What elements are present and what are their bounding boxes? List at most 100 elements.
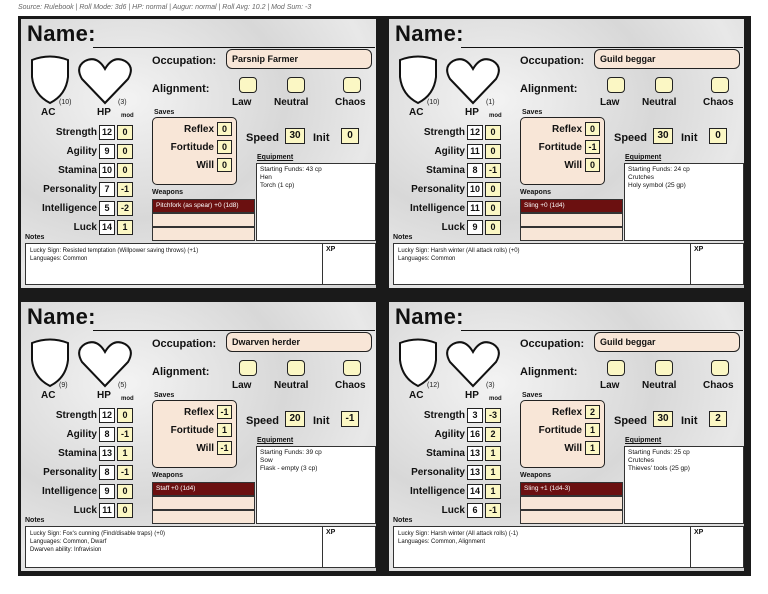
intelligence-score[interactable]: 5 <box>99 201 115 216</box>
alignment-chaos-checkbox[interactable] <box>343 360 361 376</box>
occupation-field[interactable]: Guild beggar <box>594 332 740 352</box>
intelligence-mod[interactable]: 0 <box>485 201 501 216</box>
strength-score[interactable]: 12 <box>467 125 483 140</box>
agility-score[interactable]: 16 <box>467 427 483 442</box>
init-value[interactable]: 0 <box>341 128 359 144</box>
personality-score[interactable]: 8 <box>99 465 115 480</box>
will-value[interactable]: 1 <box>585 441 600 455</box>
stamina-mod[interactable]: 0 <box>117 163 133 178</box>
equipment-list[interactable]: Starting Funds: 43 cp Hen Torch (1 cp) <box>256 163 376 241</box>
strength-score[interactable]: 12 <box>99 408 115 423</box>
fortitude-value[interactable]: -1 <box>585 140 600 154</box>
agility-mod[interactable]: 0 <box>485 144 501 159</box>
personality-mod[interactable]: 1 <box>485 465 501 480</box>
fortitude-value[interactable]: 0 <box>217 140 232 154</box>
stamina-score[interactable]: 10 <box>99 163 115 178</box>
fortitude-value[interactable]: 1 <box>217 423 232 437</box>
alignment-chaos-checkbox[interactable] <box>343 77 361 93</box>
stamina-mod[interactable]: -1 <box>485 163 501 178</box>
weapon-row[interactable]: Staff +0 (1d4) <box>152 482 255 496</box>
name-field[interactable] <box>461 47 743 48</box>
notes-box[interactable]: Lucky Sign: Resisted temptation (Willpow… <box>25 243 323 285</box>
equipment-list[interactable]: Starting Funds: 39 cp Sow Flask - empty … <box>256 446 376 524</box>
speed-value[interactable]: 30 <box>653 128 673 144</box>
will-value[interactable]: 0 <box>585 158 600 172</box>
weapon-row-empty[interactable] <box>152 510 255 524</box>
luck-score[interactable]: 11 <box>99 503 115 518</box>
name-field[interactable] <box>93 47 375 48</box>
stamina-mod[interactable]: 1 <box>117 446 133 461</box>
alignment-neutral-checkbox[interactable] <box>287 360 305 376</box>
luck-mod[interactable]: 0 <box>117 503 133 518</box>
strength-score[interactable]: 3 <box>467 408 483 423</box>
agility-score[interactable]: 9 <box>99 144 115 159</box>
alignment-neutral-checkbox[interactable] <box>655 360 673 376</box>
equipment-list[interactable]: Starting Funds: 24 cp Crutches Holy symb… <box>624 163 744 241</box>
xp-box[interactable]: XP <box>691 526 744 568</box>
agility-score[interactable]: 11 <box>467 144 483 159</box>
luck-score[interactable]: 14 <box>99 220 115 235</box>
stamina-score[interactable]: 13 <box>467 446 483 461</box>
name-field[interactable] <box>93 330 375 331</box>
stamina-score[interactable]: 13 <box>99 446 115 461</box>
alignment-law-checkbox[interactable] <box>239 77 257 93</box>
xp-box[interactable]: XP <box>691 243 744 285</box>
occupation-field[interactable]: Parsnip Farmer <box>226 49 372 69</box>
reflex-value[interactable]: -1 <box>217 405 232 419</box>
weapon-row[interactable]: Pitchfork (as spear) +0 (1d8) <box>152 199 255 213</box>
equipment-list[interactable]: Starting Funds: 25 cp Crutches Thieves' … <box>624 446 744 524</box>
personality-mod[interactable]: -1 <box>117 182 133 197</box>
weapon-row[interactable]: Sling +0 (1d4) <box>520 199 623 213</box>
occupation-field[interactable]: Dwarven herder <box>226 332 372 352</box>
notes-box[interactable]: Lucky Sign: Harsh winter (All attack rol… <box>393 243 691 285</box>
weapon-row-empty[interactable] <box>152 213 255 227</box>
weapon-row-empty[interactable] <box>152 496 255 510</box>
alignment-neutral-checkbox[interactable] <box>655 77 673 93</box>
strength-mod[interactable]: 0 <box>485 125 501 140</box>
strength-mod[interactable]: 0 <box>117 125 133 140</box>
init-value[interactable]: -1 <box>341 411 359 427</box>
alignment-law-checkbox[interactable] <box>607 77 625 93</box>
alignment-chaos-checkbox[interactable] <box>711 77 729 93</box>
reflex-value[interactable]: 2 <box>585 405 600 419</box>
speed-value[interactable]: 30 <box>285 128 305 144</box>
agility-mod[interactable]: 0 <box>117 144 133 159</box>
agility-score[interactable]: 8 <box>99 427 115 442</box>
stamina-mod[interactable]: 1 <box>485 446 501 461</box>
luck-score[interactable]: 9 <box>467 220 483 235</box>
notes-box[interactable]: Lucky Sign: Fox's cunning (Find/disable … <box>25 526 323 568</box>
intelligence-score[interactable]: 9 <box>99 484 115 499</box>
agility-mod[interactable]: 2 <box>485 427 501 442</box>
weapon-row-empty[interactable] <box>520 227 623 241</box>
alignment-neutral-checkbox[interactable] <box>287 77 305 93</box>
weapon-row-empty[interactable] <box>152 227 255 241</box>
speed-value[interactable]: 20 <box>285 411 305 427</box>
intelligence-score[interactable]: 11 <box>467 201 483 216</box>
will-value[interactable]: 0 <box>217 158 232 172</box>
weapon-row-empty[interactable] <box>520 213 623 227</box>
strength-mod[interactable]: 0 <box>117 408 133 423</box>
speed-value[interactable]: 30 <box>653 411 673 427</box>
name-field[interactable] <box>461 330 743 331</box>
reflex-value[interactable]: 0 <box>217 122 232 136</box>
alignment-chaos-checkbox[interactable] <box>711 360 729 376</box>
strength-score[interactable]: 12 <box>99 125 115 140</box>
luck-score[interactable]: 6 <box>467 503 483 518</box>
weapon-row-empty[interactable] <box>520 510 623 524</box>
alignment-law-checkbox[interactable] <box>607 360 625 376</box>
xp-box[interactable]: XP <box>323 243 376 285</box>
luck-mod[interactable]: -1 <box>485 503 501 518</box>
stamina-score[interactable]: 8 <box>467 163 483 178</box>
personality-score[interactable]: 13 <box>467 465 483 480</box>
personality-score[interactable]: 10 <box>467 182 483 197</box>
intelligence-mod[interactable]: 0 <box>117 484 133 499</box>
luck-mod[interactable]: 0 <box>485 220 501 235</box>
weapon-row-empty[interactable] <box>520 496 623 510</box>
will-value[interactable]: -1 <box>217 441 232 455</box>
intelligence-mod[interactable]: -2 <box>117 201 133 216</box>
personality-mod[interactable]: 0 <box>485 182 501 197</box>
agility-mod[interactable]: -1 <box>117 427 133 442</box>
fortitude-value[interactable]: 1 <box>585 423 600 437</box>
intelligence-score[interactable]: 14 <box>467 484 483 499</box>
occupation-field[interactable]: Guild beggar <box>594 49 740 69</box>
